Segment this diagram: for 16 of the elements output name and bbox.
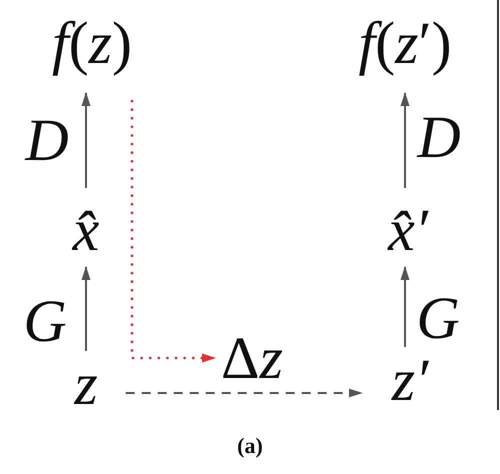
caption: (a)	[237, 435, 263, 457]
math-expression: z	[74, 354, 98, 414]
dashed-arrow	[126, 388, 363, 398]
edge-label: G	[23, 291, 67, 351]
arrow	[82, 92, 90, 188]
math-expression: z′	[392, 350, 428, 410]
edge-label: D	[417, 107, 461, 167]
math-expression: Δz	[221, 328, 283, 388]
dotted-arrow	[130, 100, 216, 362]
arrow	[82, 266, 90, 351]
edge-label: G	[416, 288, 460, 348]
arrow	[400, 92, 410, 188]
math-expression: x̂	[72, 200, 100, 260]
arrow	[400, 266, 410, 347]
edge-label: D	[25, 110, 69, 170]
math-expression: x̂′	[388, 200, 428, 260]
